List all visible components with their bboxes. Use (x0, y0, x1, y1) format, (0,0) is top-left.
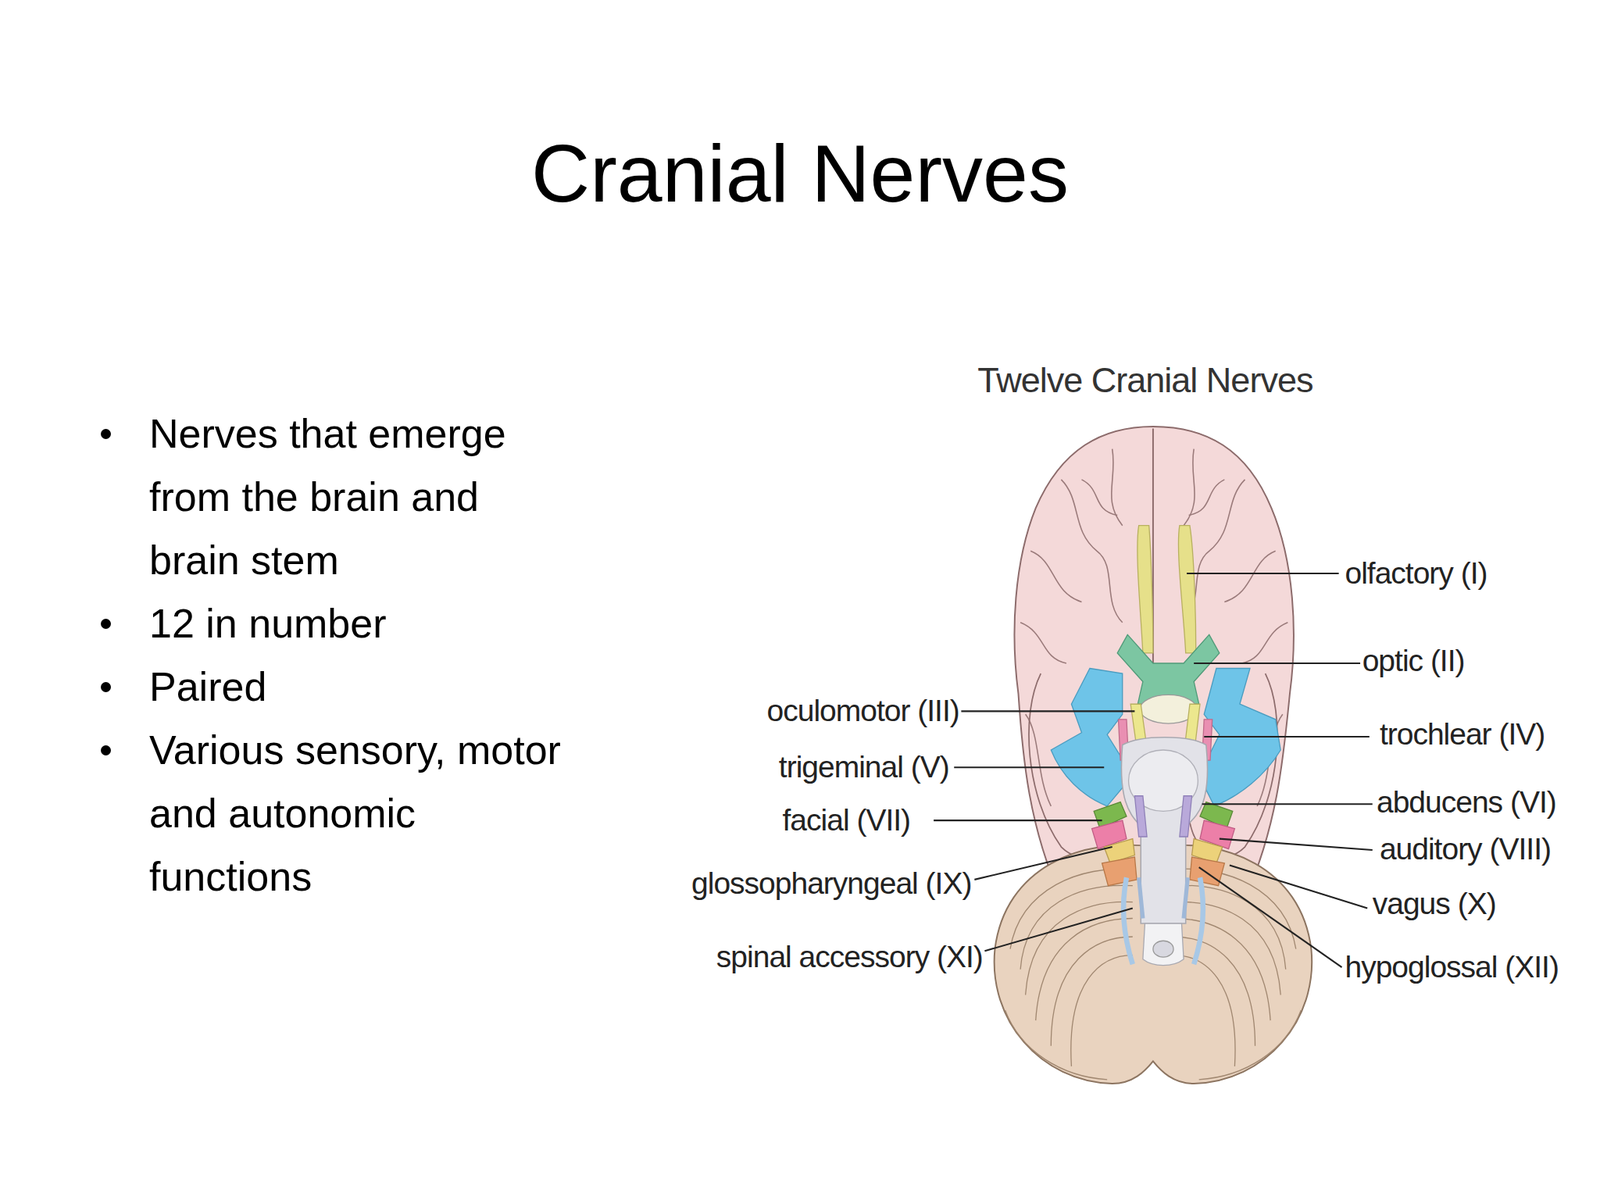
leader-line (1219, 839, 1373, 850)
nerve-label: trigeminal (V) (778, 749, 950, 786)
bullet-item: Paired (149, 655, 572, 719)
bullet-dot (100, 745, 111, 756)
figure-heading: Twelve Cranial Nerves (977, 360, 1313, 401)
spinal-cord (1153, 940, 1174, 958)
leader-line (953, 766, 1104, 768)
accessory-nerve (1193, 877, 1204, 965)
bullet-item: Various sensory, motor and autonomic fun… (149, 718, 572, 909)
leader-line (1193, 662, 1361, 665)
leader-line (1186, 572, 1340, 575)
bullet-text: Various sensory, motor and autonomic fun… (149, 727, 561, 900)
nerve-label: optic (II) (1362, 642, 1465, 679)
nerve-label: trochlear (IV) (1379, 716, 1545, 753)
bullet-list: Nerves that emerge from the brain and br… (149, 402, 572, 909)
nerve-label: olfactory (I) (1344, 555, 1487, 592)
nerve-label: abducens (VI) (1376, 784, 1557, 821)
bullet-dot (100, 428, 111, 440)
nerve-label: spinal accessory (XI) (716, 939, 983, 975)
nerve-label: glossopharyngeal (IX) (691, 865, 972, 902)
nerve-label: oculomotor (III) (767, 692, 960, 729)
hypoglossal-nerve (1183, 877, 1188, 918)
hypoglossal-nerve (1139, 877, 1143, 918)
bullet-text: Nerves that emerge from the brain and br… (149, 410, 507, 583)
nerve-label: vagus (X) (1372, 885, 1497, 922)
medulla (1142, 923, 1184, 966)
leader-line (984, 907, 1133, 951)
bullet-item: 12 in number (149, 592, 572, 656)
slide-title: Cranial Nerves (0, 125, 1600, 222)
nerve-label: facial (VII) (782, 802, 911, 839)
bullet-item: Nerves that emerge from the brain and br… (149, 402, 572, 593)
leader-line (974, 846, 1112, 880)
nerve-region (1050, 668, 1133, 807)
leader-line (960, 710, 1135, 712)
bullet-text: 12 in number (149, 600, 387, 647)
abducens-nerve (1134, 796, 1147, 837)
olfactory-tract (1137, 525, 1154, 654)
leader-line (1202, 803, 1373, 805)
leader-line (1229, 865, 1368, 909)
brainstem (1121, 737, 1208, 924)
leader-lines (933, 573, 1373, 968)
bullet-dot (100, 682, 111, 693)
olfactory-tract (1178, 525, 1196, 654)
bullet-text: Paired (149, 664, 267, 710)
leader-line (1199, 867, 1343, 968)
leader-line (933, 819, 1103, 822)
bullet-dot (100, 618, 111, 629)
abducens-nerve (1179, 796, 1193, 837)
vagus-nerve (1102, 857, 1137, 886)
nerve-label: hypoglossal (XII) (1344, 949, 1558, 986)
accessory-nerve (1123, 877, 1133, 965)
leader-line (1203, 735, 1370, 738)
nerve-label: auditory (VIII) (1379, 831, 1551, 868)
optic-chiasm (1117, 634, 1220, 704)
